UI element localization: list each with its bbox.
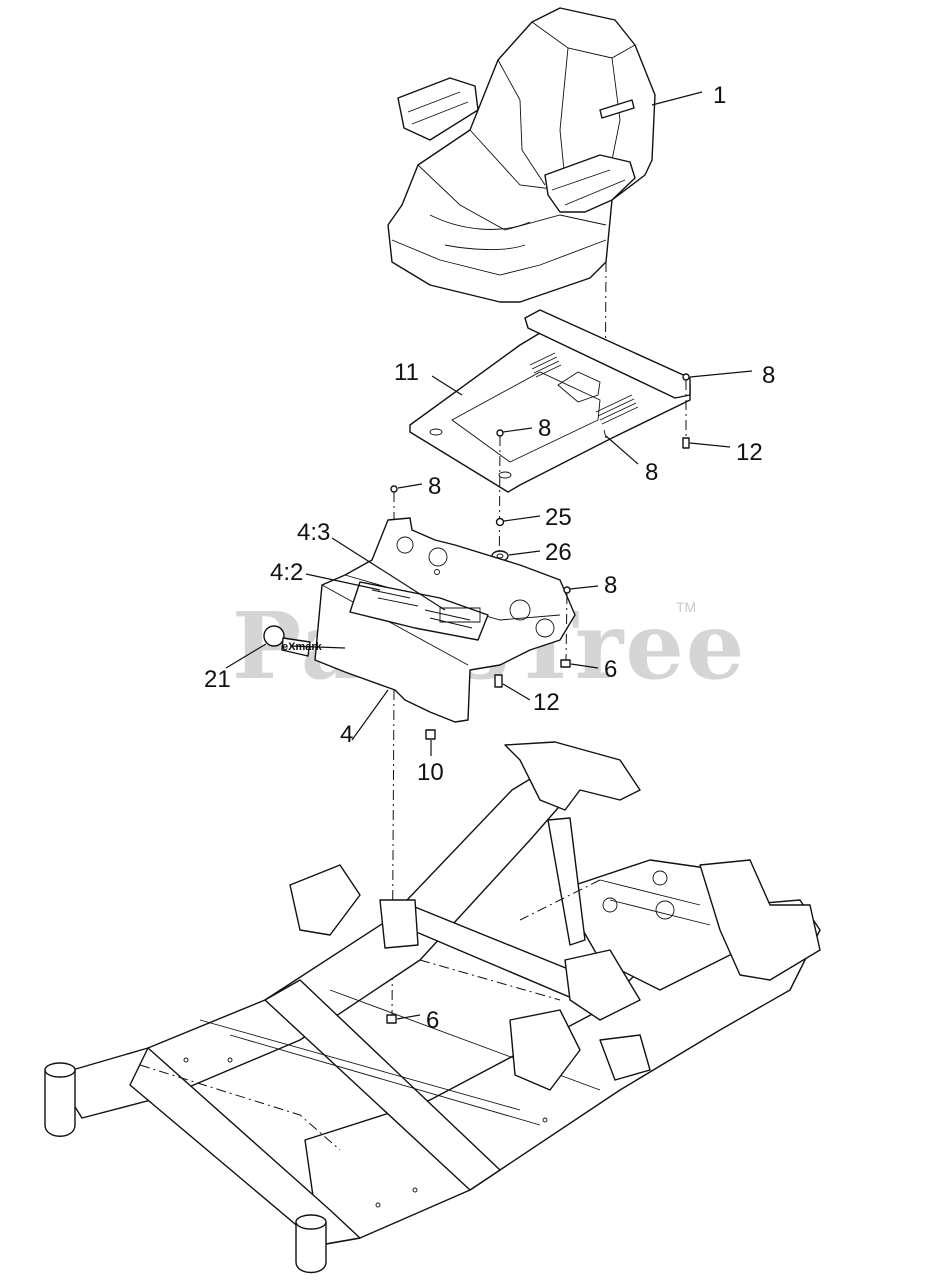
callout-logo-decal: 21 xyxy=(204,666,231,693)
spacer[interactable] xyxy=(495,517,505,527)
callout-spacer: 25 xyxy=(545,504,572,531)
callout-mount-pin-left: 8 xyxy=(428,473,441,500)
callout-mount-pin-right: 8 xyxy=(604,572,617,599)
seat-plate[interactable] xyxy=(409,309,691,493)
callout-plate-bolt: 12 xyxy=(736,439,763,466)
callout-decal-4-3: 4:3 xyxy=(297,519,330,546)
chassis-frame xyxy=(44,741,821,1274)
mount-bolt[interactable] xyxy=(494,674,503,688)
callout-seat-plate: 11 xyxy=(394,359,419,386)
callout-seat-mount: 4 xyxy=(340,721,353,748)
seat[interactable] xyxy=(387,7,656,303)
mount-pin-right[interactable] xyxy=(563,586,571,594)
callout-decal-4-2: 4:2 xyxy=(270,559,303,586)
plate-pin-center[interactable] xyxy=(496,429,504,437)
callout-nut-10: 10 xyxy=(417,759,444,786)
plate-pin-right[interactable] xyxy=(682,373,690,381)
frame-nut[interactable] xyxy=(386,1014,397,1024)
nut-right[interactable] xyxy=(560,659,571,668)
callout-plate-pin-center: 8 xyxy=(538,415,551,442)
callout-plate-pin-right: 8 xyxy=(762,362,775,389)
plate-pin-lower[interactable] xyxy=(603,429,607,439)
watermark-trademark: TM xyxy=(676,599,696,615)
callout-nut-right: 6 xyxy=(604,656,617,683)
callout-washer: 26 xyxy=(545,539,572,566)
callout-plate-pin-lower: 8 xyxy=(645,459,658,486)
callout-frame-nut: 6 xyxy=(426,1007,439,1034)
callout-seat: 1 xyxy=(713,82,726,109)
plate-bolt[interactable] xyxy=(682,437,690,449)
mount-pin-left[interactable] xyxy=(390,485,398,493)
callout-mount-bolt: 12 xyxy=(533,689,560,716)
nut-10[interactable] xyxy=(425,729,436,740)
